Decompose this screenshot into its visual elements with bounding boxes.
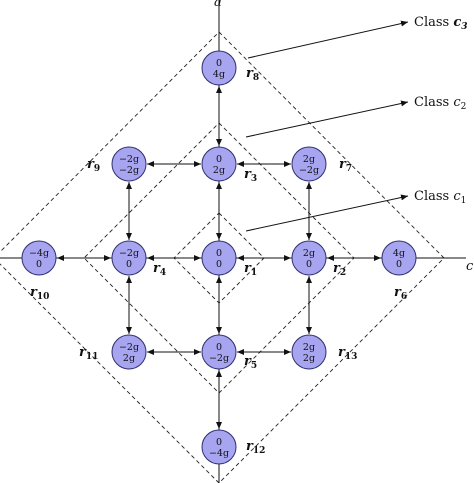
vertical-axis-label: a xyxy=(214,0,222,10)
node-line1: −2g xyxy=(119,248,139,259)
node-line2: 2g xyxy=(123,353,135,364)
region-label-r10: r10 xyxy=(30,285,49,302)
node-line2: 0 xyxy=(396,259,402,270)
node-line2: −2g xyxy=(209,353,229,364)
arrowhead xyxy=(306,182,312,189)
node-circle xyxy=(291,334,327,370)
lattice-node: 4g0 xyxy=(381,240,417,276)
class-c1-label: Class c1 xyxy=(414,189,466,206)
node-circle xyxy=(291,146,327,182)
region-label-r13: r13 xyxy=(338,345,357,362)
arrowhead xyxy=(306,276,312,283)
node-line1: 2g xyxy=(303,154,315,165)
lattice-node: 02g xyxy=(201,146,237,182)
region-label-r4: r4 xyxy=(153,261,166,278)
lattice-node: −2g−2g xyxy=(111,146,147,182)
node-line1: 2g xyxy=(303,342,315,353)
region-label-r3: r3 xyxy=(244,167,257,184)
region-label-r7: r7 xyxy=(339,157,352,174)
region-label-r9: r9 xyxy=(87,157,100,174)
horizontal-axis-label: c xyxy=(466,259,474,274)
node-line2: 0 xyxy=(306,259,312,270)
node-circle xyxy=(201,334,237,370)
node-line1: −2g xyxy=(119,342,139,353)
node-line2: −2g xyxy=(119,165,139,176)
node-line1: 2g xyxy=(303,248,315,259)
node-line2: 0 xyxy=(126,259,132,270)
region-label-r8: r8 xyxy=(246,66,259,83)
arrowhead xyxy=(147,255,154,261)
node-circle xyxy=(21,240,57,276)
node-line2: 2g xyxy=(303,353,315,364)
arrowhead xyxy=(216,276,222,283)
node-circle xyxy=(381,240,417,276)
lattice-node: 0−2g xyxy=(201,334,237,370)
node-circle xyxy=(201,429,237,465)
class-c3-label: Class c3 xyxy=(414,15,468,32)
node-line2: −4g xyxy=(209,448,229,459)
lattice-node: 2g0 xyxy=(291,240,327,276)
node-line1: −2g xyxy=(119,154,139,165)
arrowhead xyxy=(216,370,222,377)
region-label-r6: r6 xyxy=(394,285,407,302)
node-circle xyxy=(111,146,147,182)
region-label-r5: r5 xyxy=(244,354,257,371)
node-line1: 0 xyxy=(216,154,222,165)
lattice-node: 0−4g xyxy=(201,429,237,465)
lattice-node: −2g0 xyxy=(111,240,147,276)
node-circle xyxy=(201,50,237,86)
arrowhead xyxy=(57,255,64,261)
class-c2-pointer xyxy=(245,100,409,138)
class-c3-boundary xyxy=(0,31,445,483)
node-line1: −4g xyxy=(29,248,49,259)
arrowhead xyxy=(126,276,132,283)
node-line2: −2g xyxy=(299,165,319,176)
class-c3-pointer xyxy=(247,20,409,59)
node-circle xyxy=(291,240,327,276)
arrowhead xyxy=(147,161,154,167)
lattice-edges xyxy=(57,86,381,429)
lattice-node: 04g xyxy=(201,50,237,86)
lattice-node: 00 xyxy=(201,240,237,276)
arrowhead xyxy=(216,182,222,189)
node-line2: 0 xyxy=(36,259,42,270)
class-c2-label: Class c2 xyxy=(414,95,466,112)
node-line2: 0 xyxy=(216,259,222,270)
arrowhead xyxy=(216,86,222,93)
node-line1: 0 xyxy=(216,248,222,259)
lattice-node: 2g−2g xyxy=(291,146,327,182)
region-labels: r1 r2 r3 r4 r5 r6 r7 r8 r9 r10 r11 r12 r13 xyxy=(30,66,407,456)
arrowhead xyxy=(126,182,132,189)
arrowhead xyxy=(237,255,244,261)
class-c1-pointer xyxy=(245,194,409,232)
lattice-nodes: 04g−2g−2g02g2g−2g−4g0−2g0002g04g0−2g2g0−… xyxy=(21,50,417,465)
region-label-r11: r11 xyxy=(79,345,98,362)
arrowhead xyxy=(237,161,244,167)
region-label-r2: r2 xyxy=(333,261,346,278)
arrowhead xyxy=(237,349,244,355)
node-circle xyxy=(111,240,147,276)
node-line1: 4g xyxy=(393,248,405,259)
node-circle xyxy=(201,240,237,276)
node-circle xyxy=(201,146,237,182)
node-line1: 0 xyxy=(216,342,222,353)
node-line1: 0 xyxy=(216,58,222,69)
region-label-r12: r12 xyxy=(246,439,265,456)
node-line1: 0 xyxy=(216,437,222,448)
node-circle xyxy=(111,334,147,370)
node-line2: 4g xyxy=(213,69,225,80)
region-label-r1: r1 xyxy=(244,261,257,278)
arrowhead xyxy=(147,349,154,355)
node-line2: 2g xyxy=(213,165,225,176)
arrowhead xyxy=(327,255,334,261)
lattice-node: −4g0 xyxy=(21,240,57,276)
